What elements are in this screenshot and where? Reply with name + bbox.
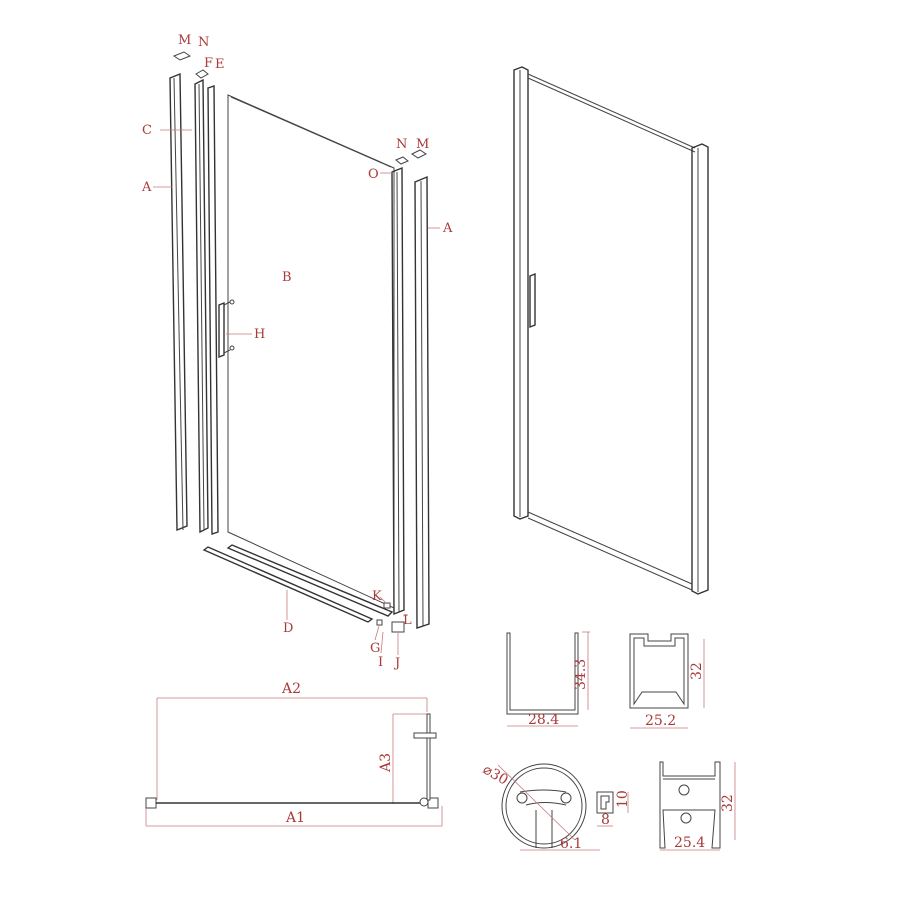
dim-width: 28.4 bbox=[528, 712, 559, 728]
dim-height: 32 bbox=[720, 794, 736, 812]
label-f: F bbox=[204, 56, 213, 71]
plan-door-open bbox=[426, 713, 431, 801]
profile-o bbox=[391, 166, 405, 616]
cap-m-right bbox=[411, 149, 427, 159]
wall-profile-a-right bbox=[414, 175, 430, 629]
dim-width: 8 bbox=[601, 812, 610, 828]
dim-width: 25.2 bbox=[645, 713, 676, 729]
label-n-right: N bbox=[396, 137, 407, 152]
label-m-right: M bbox=[416, 137, 429, 152]
part-j bbox=[391, 621, 405, 633]
profile-f bbox=[194, 78, 209, 534]
label-k: K bbox=[372, 589, 382, 604]
part-g bbox=[376, 619, 383, 626]
label-d: D bbox=[283, 621, 293, 636]
bottom-rail bbox=[226, 544, 394, 617]
profile-e bbox=[207, 85, 219, 535]
dim-diameter: ⌀30 bbox=[480, 762, 511, 789]
plan-left-wall-profile bbox=[145, 797, 157, 809]
dim-height: 32 bbox=[689, 662, 705, 680]
bottom-seal-d bbox=[202, 546, 374, 623]
label-e: E bbox=[215, 57, 225, 72]
dim-height: 10 bbox=[615, 790, 631, 808]
dim-a1: A1 bbox=[285, 810, 305, 826]
label-g: G bbox=[370, 641, 380, 656]
label-h: H bbox=[254, 327, 265, 342]
cap-n-right bbox=[395, 156, 409, 165]
label-a-left: A bbox=[141, 180, 152, 195]
dim-width: 25.4 bbox=[674, 835, 705, 851]
label-a-right: A bbox=[442, 221, 453, 236]
handle bbox=[529, 272, 536, 329]
profile-u-channel: 28.4 34.3 bbox=[506, 631, 590, 728]
dim-a3: A3 bbox=[378, 753, 394, 773]
part-k bbox=[383, 602, 391, 609]
plan-view: A2 A3 A1 bbox=[145, 681, 443, 827]
cap-n-left bbox=[195, 69, 209, 79]
label-n-left: N bbox=[198, 35, 209, 50]
label-b: B bbox=[282, 270, 292, 285]
cap-m-left bbox=[172, 51, 192, 61]
dim-height: 34.3 bbox=[573, 659, 589, 690]
profile-small: 8 10 bbox=[596, 790, 631, 828]
handle-h bbox=[218, 301, 225, 359]
profile-jamb: 25.2 32 bbox=[629, 633, 705, 729]
right-jamb bbox=[691, 143, 709, 595]
wall-profile-a-left bbox=[169, 72, 188, 532]
label-j: J bbox=[393, 656, 400, 671]
dim-a2: A2 bbox=[281, 681, 301, 697]
profile-h: 25.4 32 bbox=[659, 761, 736, 851]
left-jamb bbox=[513, 66, 529, 520]
label-m-left: M bbox=[178, 33, 191, 48]
plan-handle bbox=[413, 732, 437, 739]
label-o: O bbox=[368, 167, 379, 182]
assembled-view bbox=[513, 66, 709, 595]
label-l: L bbox=[403, 613, 412, 628]
exploded-view: M N F E C A B H N M O A K L D G I J bbox=[141, 33, 453, 671]
profile-round: ⌀30 6.1 bbox=[480, 762, 600, 852]
label-i: I bbox=[378, 655, 383, 670]
label-c: C bbox=[142, 123, 152, 138]
dim-width: 6.1 bbox=[560, 836, 582, 852]
